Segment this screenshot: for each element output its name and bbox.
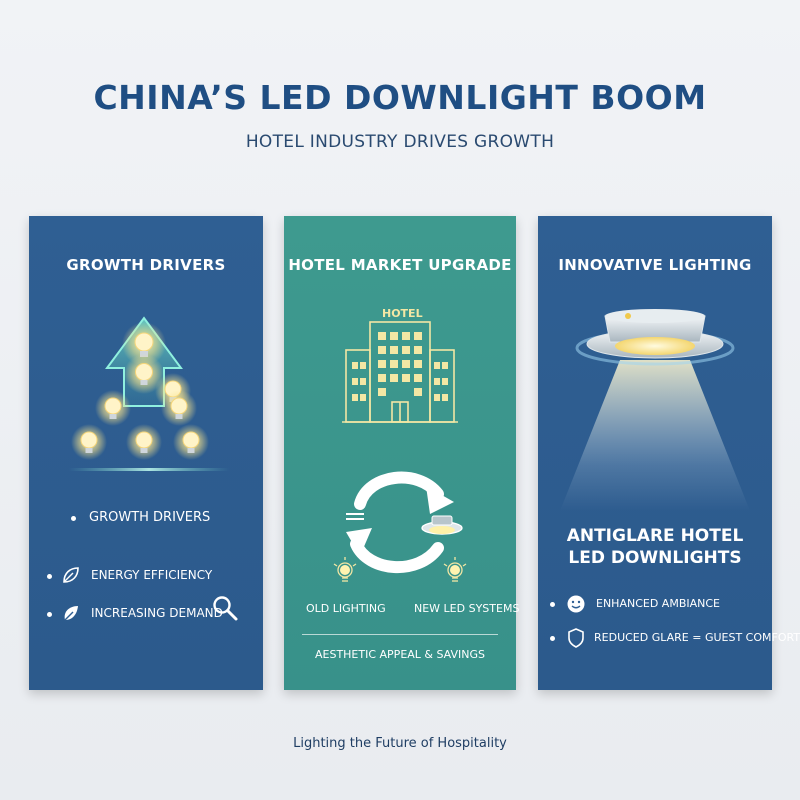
innovative-panel-title: INNOVATIVE LIGHTING xyxy=(558,256,752,274)
bullet-dot xyxy=(550,602,555,607)
bullet-dot xyxy=(71,516,76,521)
magnifier-icon xyxy=(213,596,238,621)
old-bulb-icon xyxy=(333,557,357,582)
bullet-dot xyxy=(550,636,555,641)
innovative-lighting-panel: INNOVATIVE LIGHTING xyxy=(538,216,800,690)
hotel-building-icon xyxy=(342,321,458,423)
shield-icon xyxy=(568,628,584,648)
hotel-caption: AESTHETIC APPEAL & SAVINGS xyxy=(314,648,486,661)
hotel-sign: HOTEL xyxy=(382,307,423,320)
bullet-dot xyxy=(47,574,52,579)
smiley-icon xyxy=(567,595,585,613)
new-led-label: NEW LED SYSTEMS xyxy=(414,602,520,615)
page-subtitle: HOTEL INDUSTRY DRIVES GROWTH xyxy=(245,132,555,152)
upgrade-cycle-icon xyxy=(346,471,463,574)
arrow-bulbs-icon xyxy=(69,316,229,471)
downlight-icon xyxy=(560,309,750,511)
growth-item-demand: INCREASING DEMAND xyxy=(91,606,223,620)
old-lighting-label: OLD LIGHTING xyxy=(306,602,386,615)
divider xyxy=(302,634,498,635)
innovative-item-ambiance: ENHANCED AMBIANCE xyxy=(596,597,720,610)
bullet-dot xyxy=(47,612,52,617)
footer-tagline: Lighting the Future of Hospitality xyxy=(293,736,507,751)
hotel-market-panel: HOTEL MARKET UPGRADE HOTEL xyxy=(284,216,520,690)
leaf-icon xyxy=(64,606,78,621)
page-title: CHINA’S LED DOWNLIGHT BOOM xyxy=(93,78,707,117)
hotel-panel-title: HOTEL MARKET UPGRADE xyxy=(288,256,512,274)
innovative-headline-2: LED DOWNLIGHTS xyxy=(568,548,742,568)
leaf-icon xyxy=(63,567,79,583)
growth-drivers-panel: GROWTH DRIVERS xyxy=(29,216,263,690)
growth-item-energy: ENERGY EFFICIENCY xyxy=(91,568,213,582)
innovative-headline-1: ANTIGLARE HOTEL xyxy=(566,526,744,546)
growth-panel-title: GROWTH DRIVERS xyxy=(66,256,226,274)
new-bulb-icon xyxy=(443,557,467,582)
growth-bullet-main: GROWTH DRIVERS xyxy=(89,510,211,525)
innovative-item-glare: REDUCED GLARE = GUEST COMFORT xyxy=(594,631,800,644)
